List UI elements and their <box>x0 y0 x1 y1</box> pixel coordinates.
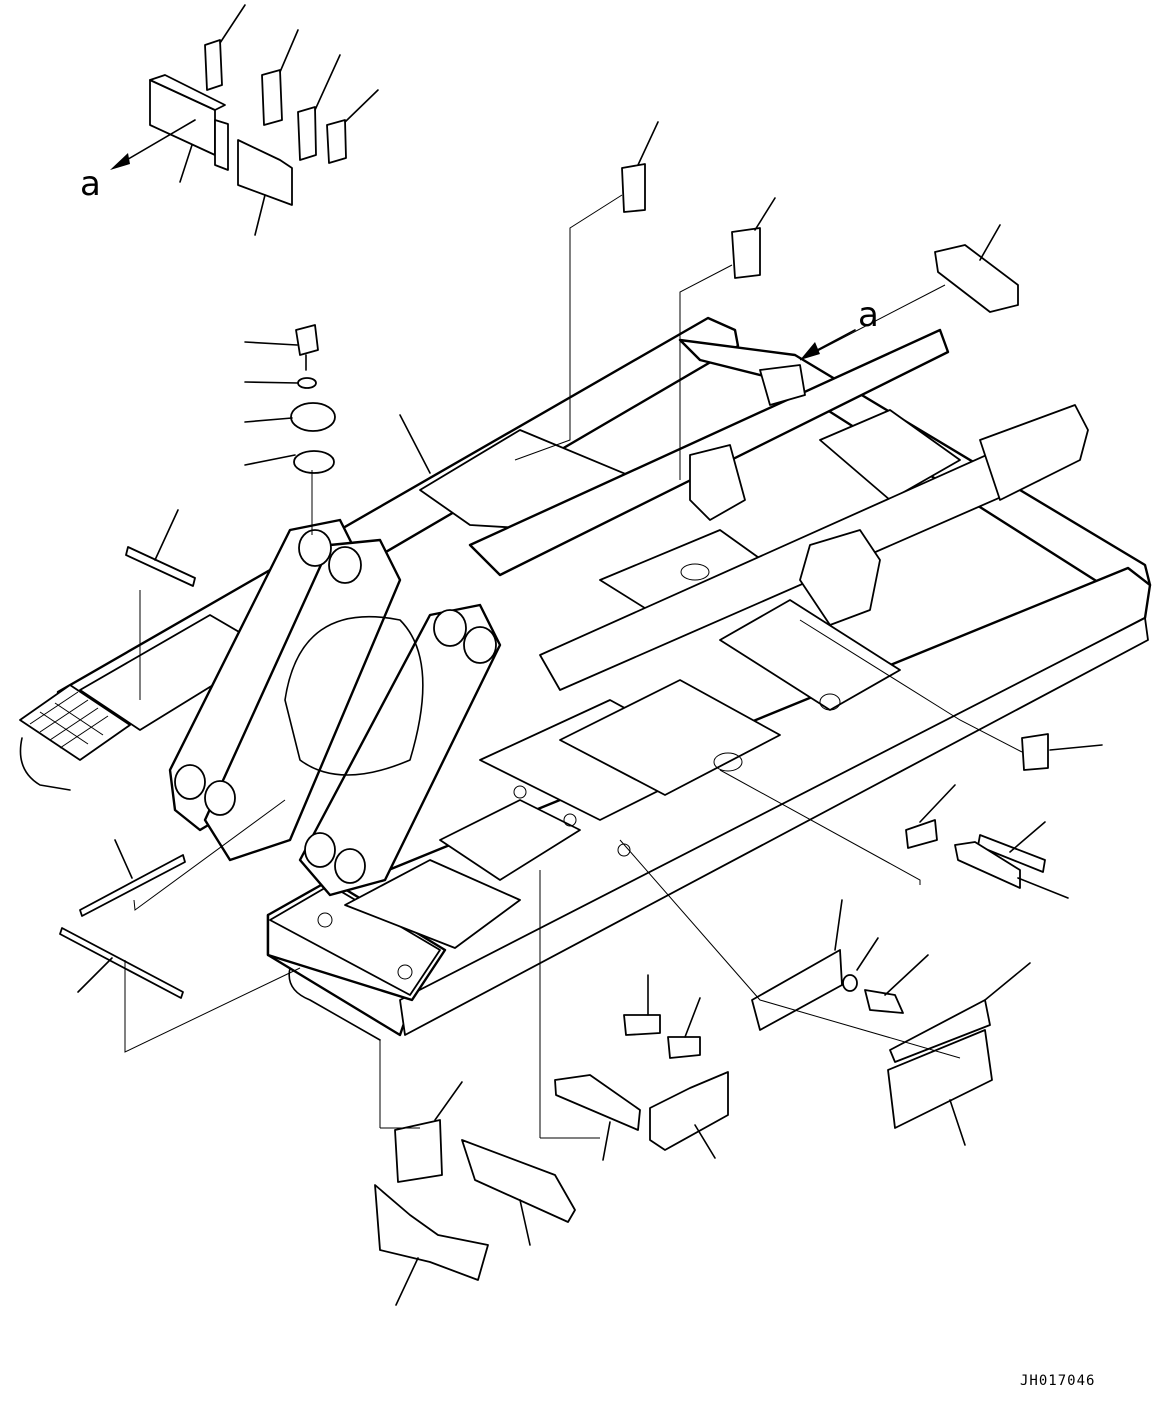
bottom-parts-group <box>374 949 993 1281</box>
view-label-a-right: a <box>858 295 879 335</box>
plates-group <box>59 546 196 999</box>
view-arrow-a-right <box>800 329 856 360</box>
revolving-frame <box>19 316 1152 1041</box>
frame-holes <box>317 563 841 980</box>
top-left-parts-group <box>149 39 347 206</box>
leader-lines <box>77 4 1103 1306</box>
small-blocks-group <box>621 163 1049 889</box>
drawing-code: JH017046 <box>1020 1373 1095 1389</box>
view-label-a-left: a <box>80 164 101 204</box>
step-grating <box>29 691 109 749</box>
cover-mounting-set <box>290 324 336 474</box>
view-arrow-a-left <box>110 119 196 170</box>
